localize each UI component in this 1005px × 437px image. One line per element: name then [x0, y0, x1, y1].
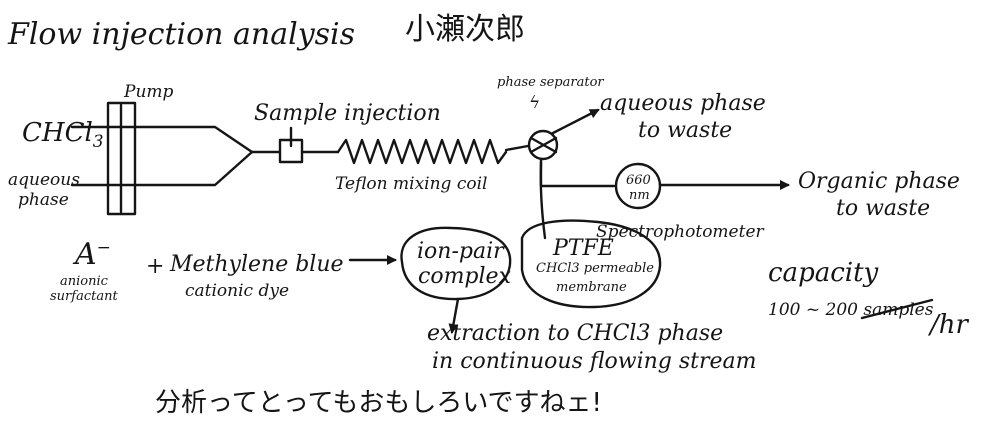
- line-to-separator: [504, 144, 530, 152]
- detector-wavelength: 660: [626, 173, 651, 188]
- organic-waste-label-2: to waste: [836, 196, 931, 221]
- line-to-detector: [539, 157, 616, 188]
- phase-separator: [527, 129, 559, 161]
- membrane-link: [539, 160, 547, 240]
- mixing-coil: [336, 138, 508, 165]
- membrane-label-2: CHCl3 permeable: [536, 261, 654, 276]
- aqueous-waste-label: aqueous phase: [600, 91, 766, 116]
- author-name: 小瀬次郎: [405, 12, 525, 47]
- closing-remark: 分析ってとってもおもしろいですねェ!: [155, 388, 602, 418]
- dye-desc: cationic dye: [185, 281, 290, 301]
- capacity-slash: [860, 298, 934, 320]
- capacity-value: 100 ~ 200 samples: [768, 300, 934, 320]
- aqueous-line: [70, 150, 254, 187]
- extraction-arrow: [448, 297, 460, 334]
- capacity-label: capacity: [768, 258, 879, 288]
- capacity-unit: /hr: [930, 310, 968, 340]
- membrane-label-3: membrane: [556, 280, 627, 295]
- anion-desc-2: surfactant: [50, 289, 118, 304]
- organic-waste-label: Organic phase: [798, 169, 960, 194]
- dye-label: Methylene blue: [170, 252, 344, 277]
- ion-pair-loop: [400, 226, 512, 301]
- aqueous-waste-arrow: [551, 108, 600, 135]
- extraction-label-2: in continuous flowing stream: [432, 349, 757, 374]
- diagram-title: Flow injection analysis: [8, 17, 356, 52]
- anion-label: A−: [75, 237, 111, 272]
- membrane-loop: [520, 219, 662, 309]
- separator-mark-icon: ϟ: [529, 93, 541, 113]
- sample-injection-label: Sample injection: [254, 101, 441, 126]
- pump-label: Pump: [124, 82, 174, 102]
- complex-label-2: complex: [418, 264, 511, 289]
- aqueous-waste-label-2: to waste: [638, 118, 733, 143]
- spectrophotometer-label: Spectrophotometer: [596, 222, 764, 242]
- phase-label: phase: [18, 190, 69, 210]
- aqueous-label: aqueous: [8, 170, 80, 190]
- chcl3-line: [70, 125, 254, 154]
- anion-desc-1: anionic: [60, 274, 108, 289]
- teflon-coil-label: Teflon mixing coil: [335, 174, 488, 194]
- phase-separator-label: phase separator: [497, 75, 604, 90]
- membrane-label-1: PTFE: [553, 236, 614, 261]
- detector-unit: nm: [629, 188, 650, 203]
- pump-block: [106, 101, 137, 216]
- plus-sign: +: [146, 254, 165, 279]
- chcl3-label: CHCl3: [22, 118, 104, 153]
- complex-label-1: ion-pair: [417, 239, 504, 264]
- extraction-label-1: extraction to CHCl3 phase: [427, 321, 724, 346]
